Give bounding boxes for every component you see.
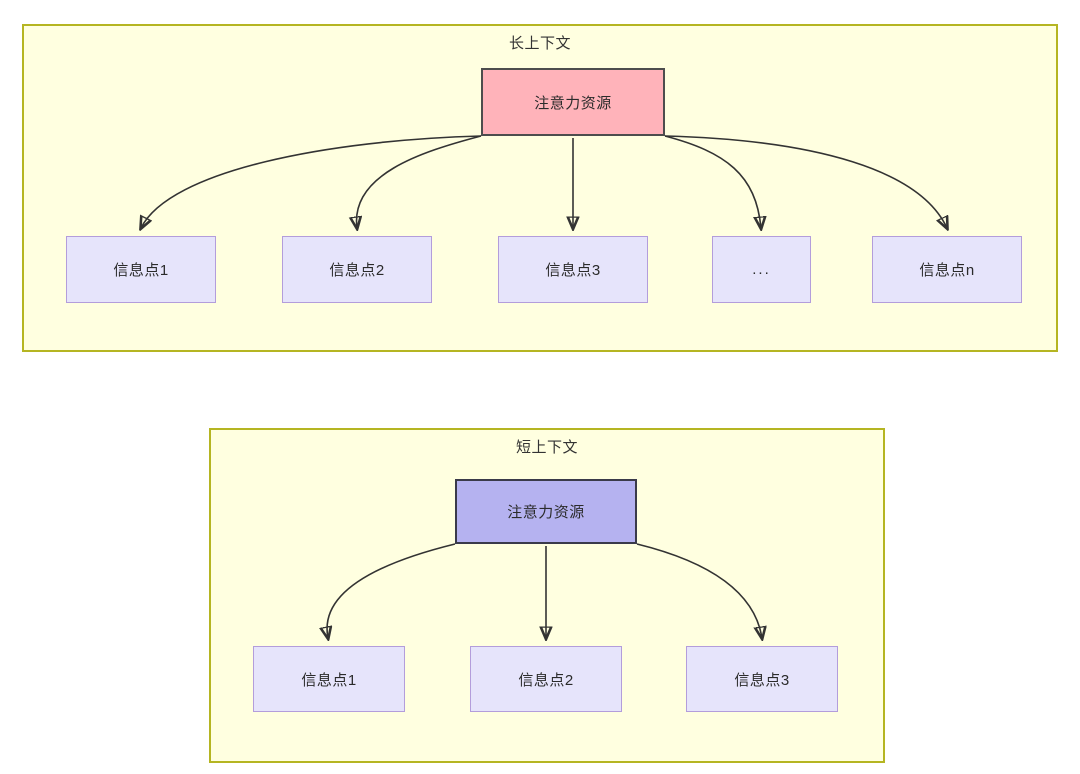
node-info-point-short-2-label: 信息点2 <box>518 671 574 689</box>
node-info-point-long-2[interactable]: 信息点2 <box>282 236 432 303</box>
group-long-context-title: 长上下文 <box>508 35 571 52</box>
node-info-point-short-3[interactable]: 信息点3 <box>686 646 838 712</box>
node-info-point-long-3[interactable]: 信息点3 <box>498 236 648 303</box>
node-info-point-long-1[interactable]: 信息点1 <box>66 236 216 303</box>
node-info-point-long-3-label: 信息点3 <box>545 262 601 279</box>
node-info-point-short-1[interactable]: 信息点1 <box>253 646 405 712</box>
node-info-point-long-n-label: 信息点n <box>919 262 975 279</box>
node-info-point-short-1-label: 信息点1 <box>301 671 357 689</box>
node-info-point-long-n[interactable]: 信息点n <box>872 236 1022 303</box>
node-info-point-short-2[interactable]: 信息点2 <box>470 646 622 712</box>
group-short-context-title: 短上下文 <box>515 439 578 456</box>
node-attention-resource-short-label: 注意力资源 <box>507 504 585 521</box>
node-info-point-long-2-label: 信息点2 <box>329 262 385 279</box>
node-info-point-long-ellipsis[interactable]: ... <box>712 236 811 303</box>
node-attention-resource-long[interactable]: 注意力资源 <box>481 68 665 136</box>
node-info-point-long-ellipsis-label: ... <box>752 261 771 278</box>
node-attention-resource-long-label: 注意力资源 <box>534 94 612 112</box>
node-info-point-short-3-label: 信息点3 <box>734 671 790 689</box>
node-attention-resource-short[interactable]: 注意力资源 <box>455 479 637 544</box>
node-info-point-long-1-label: 信息点1 <box>113 262 169 279</box>
